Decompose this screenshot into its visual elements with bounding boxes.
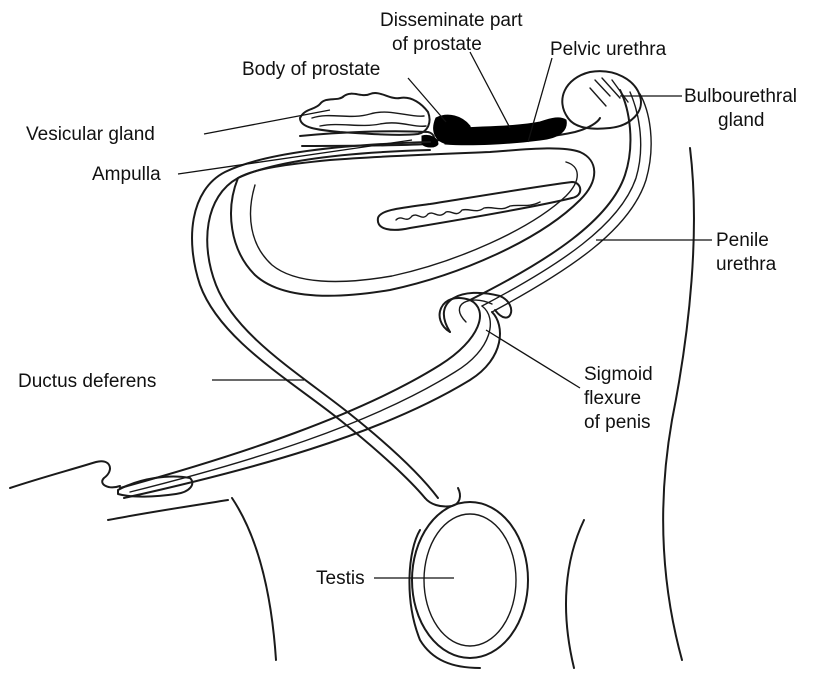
label-bulbourethral-2: gland (718, 110, 765, 131)
label-disseminate-prostate-1: Disseminate part (380, 10, 523, 31)
label-penile-urethra-1: Penile (716, 230, 769, 251)
penis-shaft-outer-upper (120, 298, 480, 488)
labels: Disseminate part of prostate Pelvic uret… (18, 10, 797, 589)
testis-shape (412, 502, 528, 658)
label-pelvic-urethra: Pelvic urethra (550, 39, 667, 60)
scrotum-outline-right (566, 520, 584, 668)
body-wall-outline (663, 148, 694, 660)
epididymis-tail (409, 530, 480, 668)
label-ampulla: Ampulla (92, 164, 161, 185)
bladder-inner-outline (251, 162, 578, 281)
testis-inner (424, 514, 516, 646)
bulbourethral-gland-hatch (590, 78, 628, 106)
scrotum-outline-left (232, 498, 276, 660)
label-sigmoid-3: of penis (584, 412, 651, 433)
label-vesicular-gland: Vesicular gland (26, 124, 155, 145)
vesicular-gland-lobes (312, 112, 426, 126)
vesicular-gland-shape (300, 93, 430, 135)
label-penile-urethra-2: urethra (716, 254, 777, 275)
label-body-prostate: Body of prostate (242, 59, 380, 80)
label-sigmoid-1: Sigmoid (584, 364, 653, 385)
prepuce-outline (10, 461, 120, 488)
label-sigmoid-2: flexure (584, 388, 641, 409)
prepuce-lower (108, 500, 228, 520)
label-ductus-deferens: Ductus deferens (18, 371, 156, 392)
label-testis: Testis (316, 568, 365, 589)
rectum-shape (378, 182, 580, 230)
label-bulbourethral-1: Bulbourethral (684, 86, 797, 107)
ductus-deferens-outer (192, 142, 430, 498)
leader-disseminate-prostate (470, 52, 510, 128)
label-disseminate-prostate-2: of prostate (392, 34, 482, 55)
leader-sigmoid-flexure (486, 330, 580, 388)
leader-vesicular-gland (204, 110, 330, 134)
glans-penis (118, 477, 192, 497)
